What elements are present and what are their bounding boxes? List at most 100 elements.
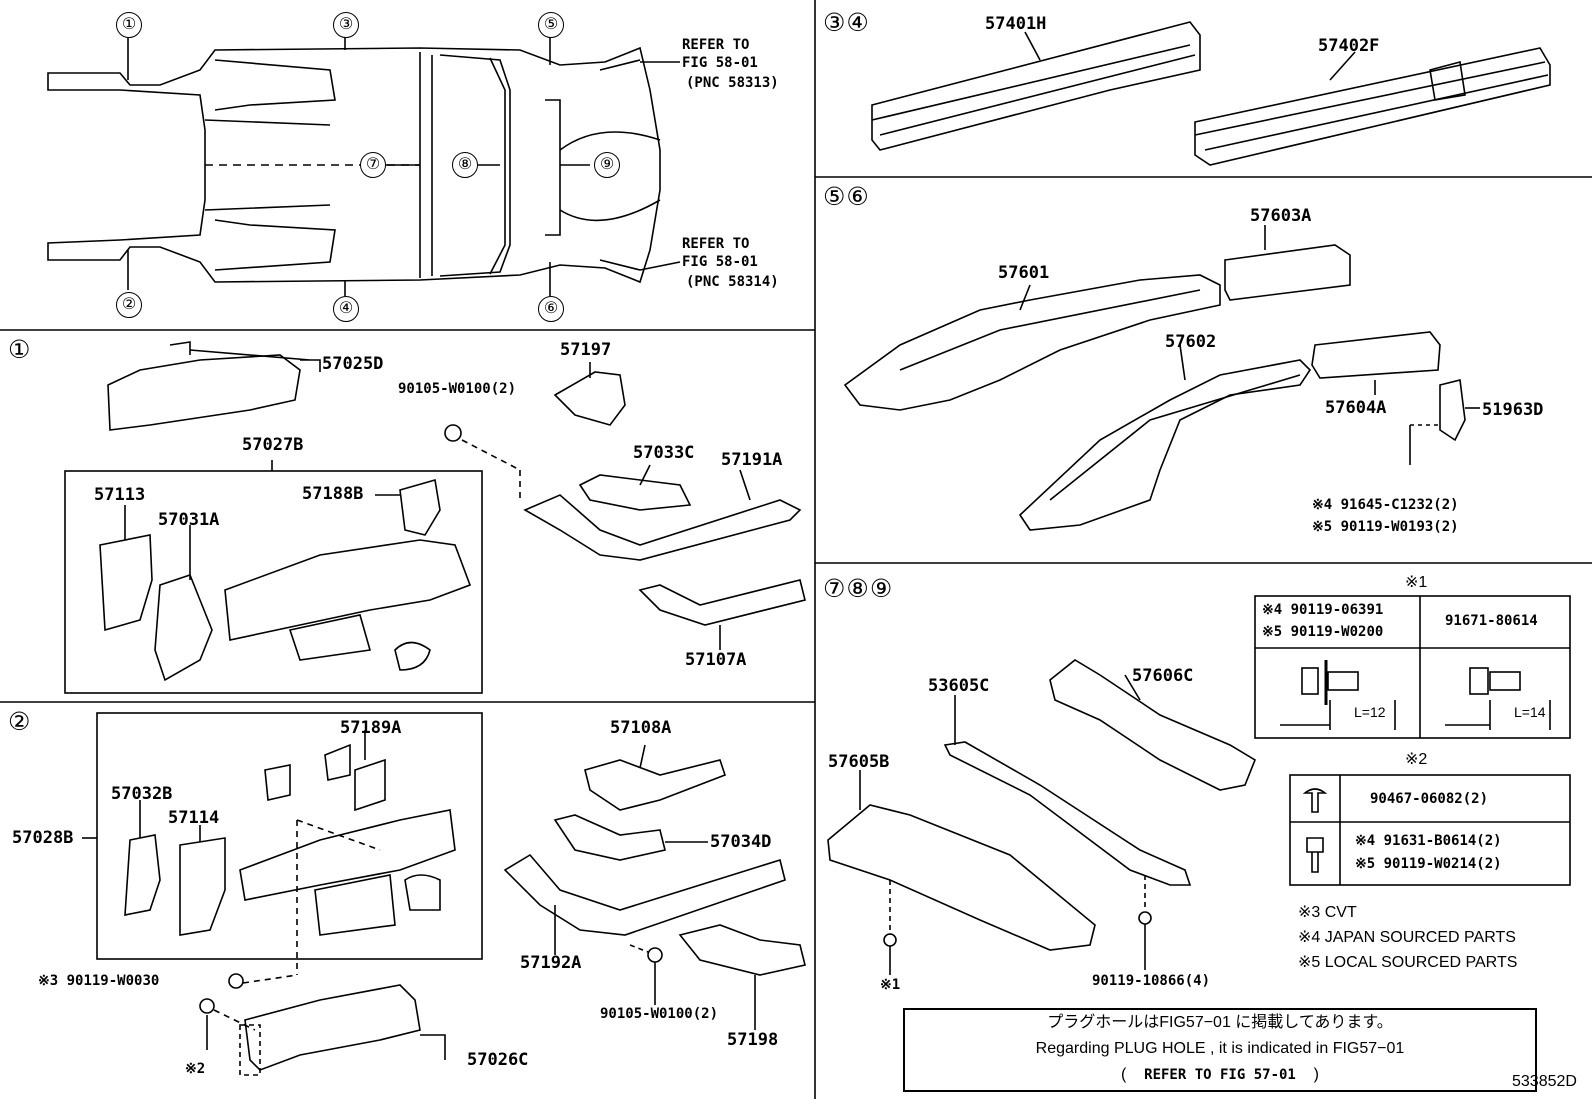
part-57604A: 57604A <box>1325 398 1387 418</box>
part-57188B: 57188B <box>302 484 364 504</box>
refer-bottom-3: (PNC 58314) <box>686 274 779 290</box>
part-51963D: 51963D <box>1482 400 1544 420</box>
note-ref: REFER TO FIG 57-01 <box>1144 1067 1296 1083</box>
part-57025D: 57025D <box>322 354 384 374</box>
fastener-91645-C1232: ※4 91645-C1232(2) <box>1312 497 1459 513</box>
section-34-header: ③④ <box>823 9 870 37</box>
plug-hole-note: プラグホールはFIG57−01 に掲載してあります。 Regarding PLU… <box>903 1008 1537 1092</box>
part-57033C: 57033C <box>633 443 695 463</box>
part-57197: 57197 <box>560 340 612 360</box>
refer-bottom-1: REFER TO <box>682 236 750 252</box>
bolt-90119-W0030 <box>228 973 244 989</box>
note-paren-open: ( <box>1121 1066 1127 1083</box>
bracket-57113-drawing <box>99 505 153 632</box>
part-57606C: 57606C <box>1132 666 1194 686</box>
note-star1-label: ※1 <box>880 977 901 993</box>
brace-53605C-drawing <box>943 695 1192 970</box>
callout-5: ⑤ <box>538 12 564 38</box>
table1-left-row2: ※5 90119-W0200 <box>1262 624 1384 640</box>
bolt-90105-W0100-label-b: 90105-W0100(2) <box>600 1006 719 1022</box>
bracket-57198-drawing <box>678 924 806 1030</box>
bracket-57033C-drawing <box>578 464 692 511</box>
part-57031A: 57031A <box>158 510 220 530</box>
bolt-illust-left <box>1280 660 1396 730</box>
part-57027B: 57027B <box>242 435 304 455</box>
member-57026C-drawing <box>239 984 446 1076</box>
part-57192A: 57192A <box>520 953 582 973</box>
part-57602: 57602 <box>1165 332 1217 352</box>
bracket-51963D-drawing <box>1409 379 1480 465</box>
callout-8: ⑧ <box>452 152 478 178</box>
legend-japan: ※4 JAPAN SOURCED PARTS <box>1298 929 1516 946</box>
dim-left: L=12 <box>1354 704 1386 720</box>
part-57034D: 57034D <box>710 832 772 852</box>
table2-row1: 90467-06082(2) <box>1370 791 1489 807</box>
section-789-header: ⑦⑧⑨ <box>823 575 894 603</box>
member-57603A-drawing <box>1224 225 1351 301</box>
table2-row2a: ※4 91631-B0614(2) <box>1355 833 1502 849</box>
refer-top-2: FIG 58-01 <box>682 55 758 71</box>
part-53605C: 53605C <box>928 676 990 696</box>
bracket-57197-drawing <box>553 362 626 426</box>
bracket-57188B-drawing <box>375 478 441 536</box>
member-57027B-inner-drawing <box>224 539 472 671</box>
member-57605B-drawing <box>827 770 1096 975</box>
section-56-header: ⑤⑥ <box>823 183 870 211</box>
member-57606C-drawing <box>1049 659 1256 791</box>
part-57605B: 57605B <box>828 752 890 772</box>
rail-57107A-drawing <box>638 579 806 650</box>
bolt-icon <box>1306 837 1324 873</box>
callout-3: ③ <box>333 12 359 38</box>
callout-2: ② <box>116 292 142 318</box>
part-57189A: 57189A <box>340 718 402 738</box>
legend-cvt: ※3 CVT <box>1298 904 1357 921</box>
bolt-90105-W0100-label-a: 90105-W0100(2) <box>398 381 517 397</box>
part-57028B: 57028B <box>12 828 74 848</box>
refer-top-1: REFER TO <box>682 37 750 53</box>
part-57114: 57114 <box>168 808 220 828</box>
bracket-57114-drawing <box>179 825 226 936</box>
part-57191A: 57191A <box>721 450 783 470</box>
fastener-90119-W0193: ※5 90119-W0193(2) <box>1312 519 1459 535</box>
clip-icon <box>1302 788 1328 813</box>
part-57032B: 57032B <box>111 784 173 804</box>
rail-57192A-drawing <box>503 853 786 955</box>
bolt-90119-10866: 90119-10866(4) <box>1092 973 1211 989</box>
floor-overview-drawing <box>47 46 661 284</box>
bolt-90105-W0100-a <box>444 424 462 442</box>
refer-bottom-2: FIG 58-01 <box>682 254 758 270</box>
rail-57108A-drawing <box>584 744 727 811</box>
part-57401H: 57401H <box>985 14 1047 34</box>
note-ref-line: ( REFER TO FIG 57-01 ) <box>905 1062 1535 1088</box>
part-57603A: 57603A <box>1250 206 1312 226</box>
fastener-table-2-box <box>1289 774 1571 886</box>
dim-right: L=14 <box>1514 704 1546 720</box>
bolt-illust-right <box>1445 667 1551 730</box>
callout-1: ① <box>116 12 142 38</box>
rail-57191A-drawing <box>523 469 802 561</box>
callout-7: ⑦ <box>360 152 386 178</box>
legend-local: ※5 LOCAL SOURCED PARTS <box>1298 954 1518 971</box>
member-57602-drawing <box>1018 344 1312 531</box>
member-57028B-inner-drawing <box>239 809 456 975</box>
extension-57025D-drawing <box>107 341 321 431</box>
note-star2-label: ※2 <box>185 1061 206 1077</box>
bolt-90105-W0100-b <box>647 947 663 963</box>
bolt-90119-W0030-label: ※3 90119-W0030 <box>38 973 160 989</box>
table1-title: ※1 <box>1405 574 1428 591</box>
member-57604A-drawing <box>1311 331 1441 395</box>
note-en: Regarding PLUG HOLE , it is indicated in… <box>1035 1040 1405 1057</box>
section-1-header: ① <box>8 336 32 364</box>
refer-top-3: (PNC 58313) <box>686 75 779 91</box>
note-paren-close: ) <box>1313 1066 1319 1083</box>
section-2-header: ② <box>8 708 32 736</box>
table1-left-row1: ※4 90119-06391 <box>1262 602 1384 618</box>
note-jp: プラグホールはFIG57−01 に掲載してあります。 <box>1047 1014 1393 1031</box>
group-box-57027B <box>64 470 483 694</box>
part-57107A: 57107A <box>685 650 747 670</box>
part-57601: 57601 <box>998 263 1050 283</box>
figure-id: 533852D <box>1512 1073 1577 1090</box>
part-57198: 57198 <box>727 1030 779 1050</box>
